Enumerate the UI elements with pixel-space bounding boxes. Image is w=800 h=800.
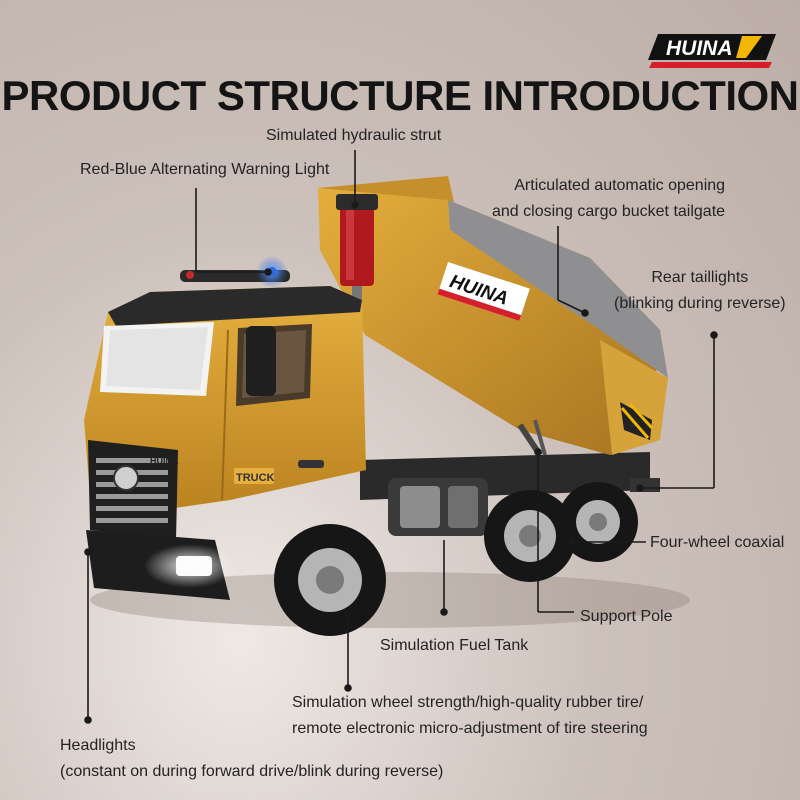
rear-wheel-1	[484, 490, 576, 582]
label-taillights: Rear taillights (blinking during reverse…	[614, 265, 786, 317]
headlight-glow	[144, 544, 236, 588]
rear-wheel-2	[558, 482, 638, 562]
page-title: PRODUCT STRUCTURE INTRODUCTION	[1, 72, 799, 119]
ground-shadow	[90, 572, 690, 628]
label-taillights-line1: Rear taillights	[651, 269, 749, 286]
label-support-pole: Support Pole	[580, 608, 673, 625]
brand-logo-text: HUINA	[666, 37, 733, 60]
fuel-tank-part	[388, 478, 488, 536]
label-hydraulic-strut: Simulated hydraulic strut	[266, 127, 442, 144]
callout-lines	[84, 150, 718, 724]
label-headlights-line1: Headlights	[60, 737, 136, 754]
label-taillights-line2: (blinking during reverse)	[614, 295, 786, 312]
brand-logo: HUINA	[648, 32, 776, 70]
label-headlights: Headlights (constant on during forward d…	[60, 733, 443, 785]
front-wheel	[274, 524, 386, 636]
label-tailgate-line2: and closing cargo bucket tailgate	[492, 203, 726, 220]
label-fuel-tank: Simulation Fuel Tank	[380, 637, 529, 654]
warning-light	[180, 256, 290, 288]
label-tailgate: Articulated automatic opening and closin…	[492, 173, 725, 225]
cab: TRUCK HUINA	[84, 286, 366, 600]
label-tire-line2: remote electronic micro-adjustment of ti…	[292, 720, 648, 737]
label-headlights-line2: (constant on during forward drive/blink …	[60, 763, 444, 780]
label-tire: Simulation wheel strength/high-quality r…	[292, 690, 648, 742]
cab-logo-text: HUINA	[150, 456, 179, 466]
label-tire-line1: Simulation wheel strength/high-quality r…	[292, 694, 644, 711]
label-tailgate-line1: Articulated automatic opening	[514, 177, 726, 194]
label-coaxial: Four-wheel coaxial	[650, 534, 785, 551]
label-warning-light: Red-Blue Alternating Warning Light	[80, 161, 330, 178]
door-badge-text: TRUCK	[236, 472, 275, 484]
